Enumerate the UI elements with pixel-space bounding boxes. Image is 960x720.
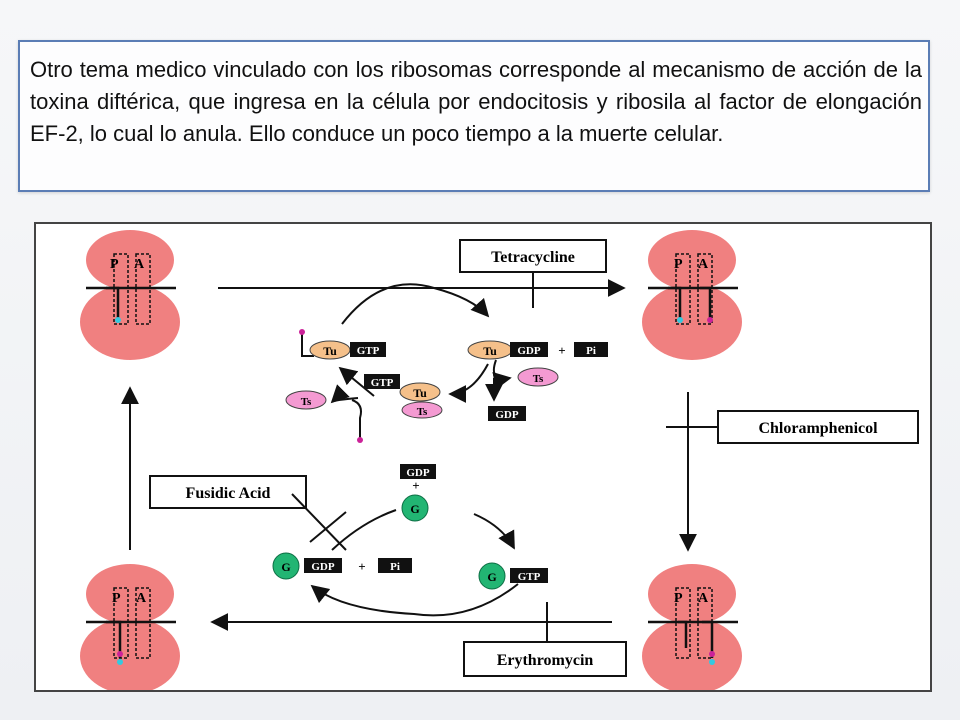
ts-release-arrow xyxy=(330,384,359,404)
tetracycline-label: Tetracycline xyxy=(491,249,575,266)
gdp-tag: GDP xyxy=(495,409,519,421)
ribosome-bottom-left: P A xyxy=(79,563,181,690)
center-gtp: GTP xyxy=(364,374,400,389)
ribosome-bottom-right: P A xyxy=(641,563,743,690)
tu-gdp-pi-right: Tu GDP + Pi xyxy=(467,340,608,360)
g-gdp-center: GDP + G xyxy=(400,464,436,522)
tu-gtp-complex-left: Tu GTP xyxy=(309,340,386,360)
plus-sign: + xyxy=(412,478,419,493)
ribosome-top-left: P A xyxy=(79,229,181,361)
site-p-label: P xyxy=(112,591,121,606)
ts-label: Ts xyxy=(533,373,544,385)
tu-cycle-arrow-top xyxy=(341,283,490,325)
site-p-label: P xyxy=(674,257,683,272)
site-a-label: A xyxy=(698,591,709,606)
trna-center xyxy=(351,399,363,443)
g-gdp-pi-left: G GDP + Pi xyxy=(272,552,412,580)
gtp-tag: GTP xyxy=(518,571,541,583)
to-tu-gtp-arrow xyxy=(338,366,375,397)
tu-ts-complex: Tu Ts xyxy=(399,382,443,419)
g-label: G xyxy=(281,560,290,574)
ribosome-top-right: P A xyxy=(641,229,743,361)
ts-label: Ts xyxy=(301,396,312,408)
site-p-label: P xyxy=(110,257,119,272)
gdp-tag: GDP xyxy=(406,467,430,479)
erythromycin-label: Erythromycin xyxy=(497,652,594,669)
g-label: G xyxy=(410,502,419,516)
site-a-label: A xyxy=(136,591,147,606)
plus-sign: + xyxy=(358,559,365,574)
text-box: Otro tema medico vinculado con los ribos… xyxy=(18,40,930,192)
fusidic-acid-block: Fusidic Acid xyxy=(149,475,347,551)
gdp-release: GDP xyxy=(485,378,526,421)
pi-tag: Pi xyxy=(586,345,596,357)
fusidic-acid-label: Fusidic Acid xyxy=(186,485,271,502)
pi-tag: Pi xyxy=(390,561,400,573)
intro-paragraph: Otro tema medico vinculado con los ribos… xyxy=(30,57,922,146)
erythromycin-block: Erythromycin xyxy=(463,602,627,677)
amino-acid-dot xyxy=(115,317,121,323)
site-a-label: A xyxy=(134,257,145,272)
ts-left: Ts xyxy=(285,390,327,410)
gtp-tag: GTP xyxy=(371,377,394,389)
plus-sign: + xyxy=(558,343,565,358)
tu-label: Tu xyxy=(413,386,427,400)
gdp-tag: GDP xyxy=(517,345,541,357)
chloramphenicol-label: Chloramphenicol xyxy=(758,420,878,437)
trna-top xyxy=(299,329,314,357)
tu-label: Tu xyxy=(323,344,337,358)
gtp-tag: GTP xyxy=(357,345,380,357)
g-label: G xyxy=(487,570,496,584)
ts-label: Ts xyxy=(417,406,428,418)
tu-label: Tu xyxy=(483,344,497,358)
gdp-tag: GDP xyxy=(311,561,335,573)
g-cycle-arrow-left xyxy=(331,509,397,551)
elongation-cycle-diagram: P A P A P A P A xyxy=(34,222,932,692)
g-gtp-right: G GTP xyxy=(478,562,548,590)
ts-right: Ts xyxy=(517,367,559,387)
site-p-label: P xyxy=(674,591,683,606)
g-cycle-arrow-bottom xyxy=(310,583,519,617)
diagram-svg: P A P A P A P A xyxy=(79,229,919,690)
chloramphenicol-block: Chloramphenicol xyxy=(666,410,919,444)
ts-bind-arrow xyxy=(492,359,512,390)
site-a-label: A xyxy=(698,257,709,272)
g-cycle-arrow-right xyxy=(473,513,515,550)
tetracycline-block: Tetracycline xyxy=(459,239,607,308)
tu-to-center-arrow xyxy=(448,363,489,403)
